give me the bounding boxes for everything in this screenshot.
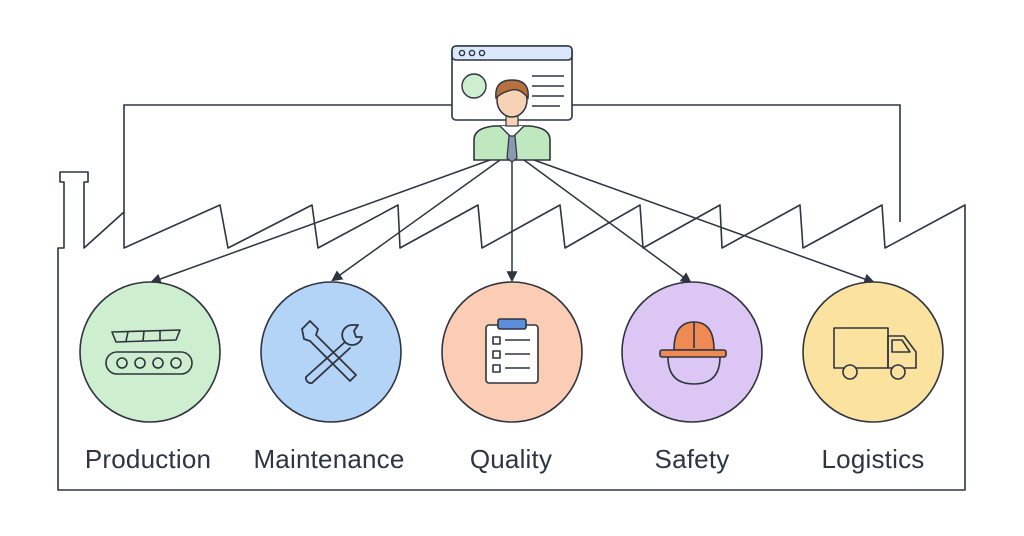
manager-connector-line bbox=[123, 104, 901, 222]
wrench-icon bbox=[301, 320, 363, 384]
hard-hat-icon bbox=[659, 321, 727, 385]
maintenance-circle bbox=[260, 281, 402, 423]
label-safety: Safety bbox=[654, 444, 730, 474]
node-maintenance bbox=[260, 281, 402, 423]
person-at-dashboard-icon bbox=[451, 45, 573, 163]
arrow-to-production bbox=[149, 159, 491, 285]
node-production bbox=[79, 281, 221, 423]
arrows bbox=[149, 159, 876, 285]
logistics-circle bbox=[802, 281, 944, 423]
node-logistics bbox=[802, 281, 944, 423]
arrow-to-maintenance bbox=[331, 159, 501, 282]
label-quality: Quality bbox=[469, 444, 553, 474]
delivery-truck-icon bbox=[833, 327, 917, 380]
label-production: Production bbox=[84, 444, 212, 474]
factory-outline bbox=[57, 171, 966, 491]
node-quality bbox=[441, 281, 583, 423]
node-safety bbox=[621, 281, 763, 423]
clipboard-checklist-icon bbox=[485, 318, 539, 384]
arrow-to-logistics bbox=[533, 159, 876, 285]
conveyor-belt-icon bbox=[105, 329, 193, 375]
label-logistics: Logistics bbox=[821, 444, 925, 474]
arrow-to-safety bbox=[523, 159, 692, 284]
label-maintenance: Maintenance bbox=[253, 444, 405, 474]
